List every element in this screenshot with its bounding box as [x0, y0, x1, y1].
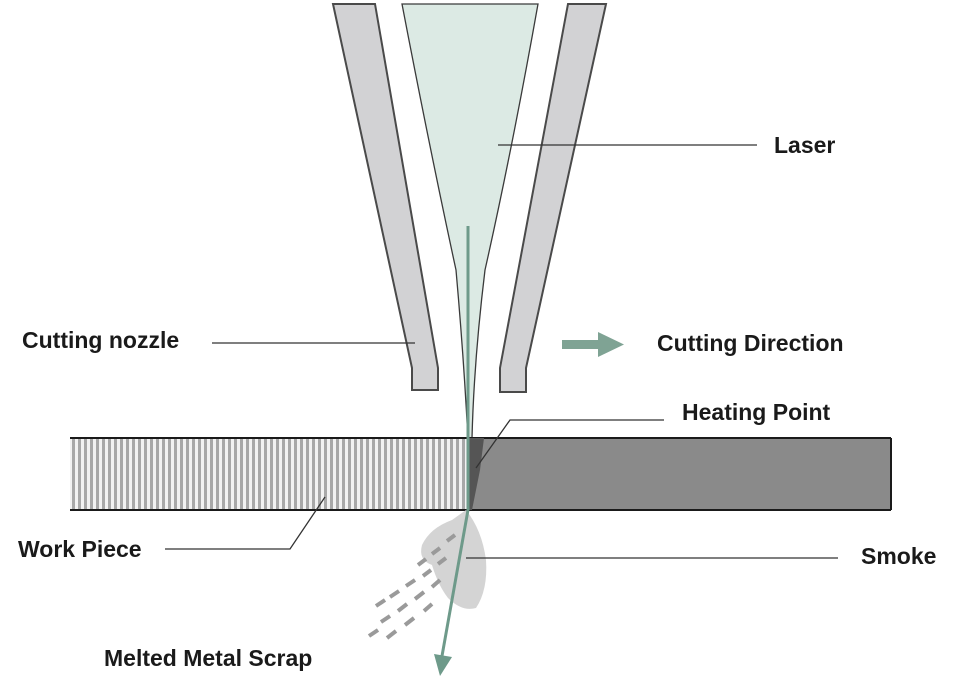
label-laser: Laser: [774, 132, 836, 158]
workpiece-cut-section: [70, 438, 467, 510]
heating-point-kerf: [467, 438, 484, 510]
smoke-cloud: [421, 510, 487, 609]
nozzle-right-wall: [499, 3, 608, 393]
laser-exit-arrowhead: [434, 654, 452, 676]
heating-point-leader-line: [475, 419, 664, 469]
label-cutting-nozzle: Cutting nozzle: [22, 327, 180, 353]
melted-metal-scrap: [367, 533, 457, 640]
cutting-direction-arrowhead: [598, 332, 624, 357]
workpiece-uncut-section: [467, 438, 891, 510]
label-cutting-direction: Cutting Direction: [657, 330, 844, 356]
label-smoke: Smoke: [861, 543, 937, 569]
label-work-piece: Work Piece: [18, 536, 142, 562]
laser-exit-line: [440, 509, 470, 657]
cutting-direction-arrow-shaft: [562, 340, 600, 349]
label-heating-point: Heating Point: [682, 399, 831, 425]
nozzle-left-wall: [331, 3, 439, 391]
label-melted-metal-scrap: Melted Metal Scrap: [104, 645, 313, 671]
work-piece-leader-line: [165, 496, 326, 550]
